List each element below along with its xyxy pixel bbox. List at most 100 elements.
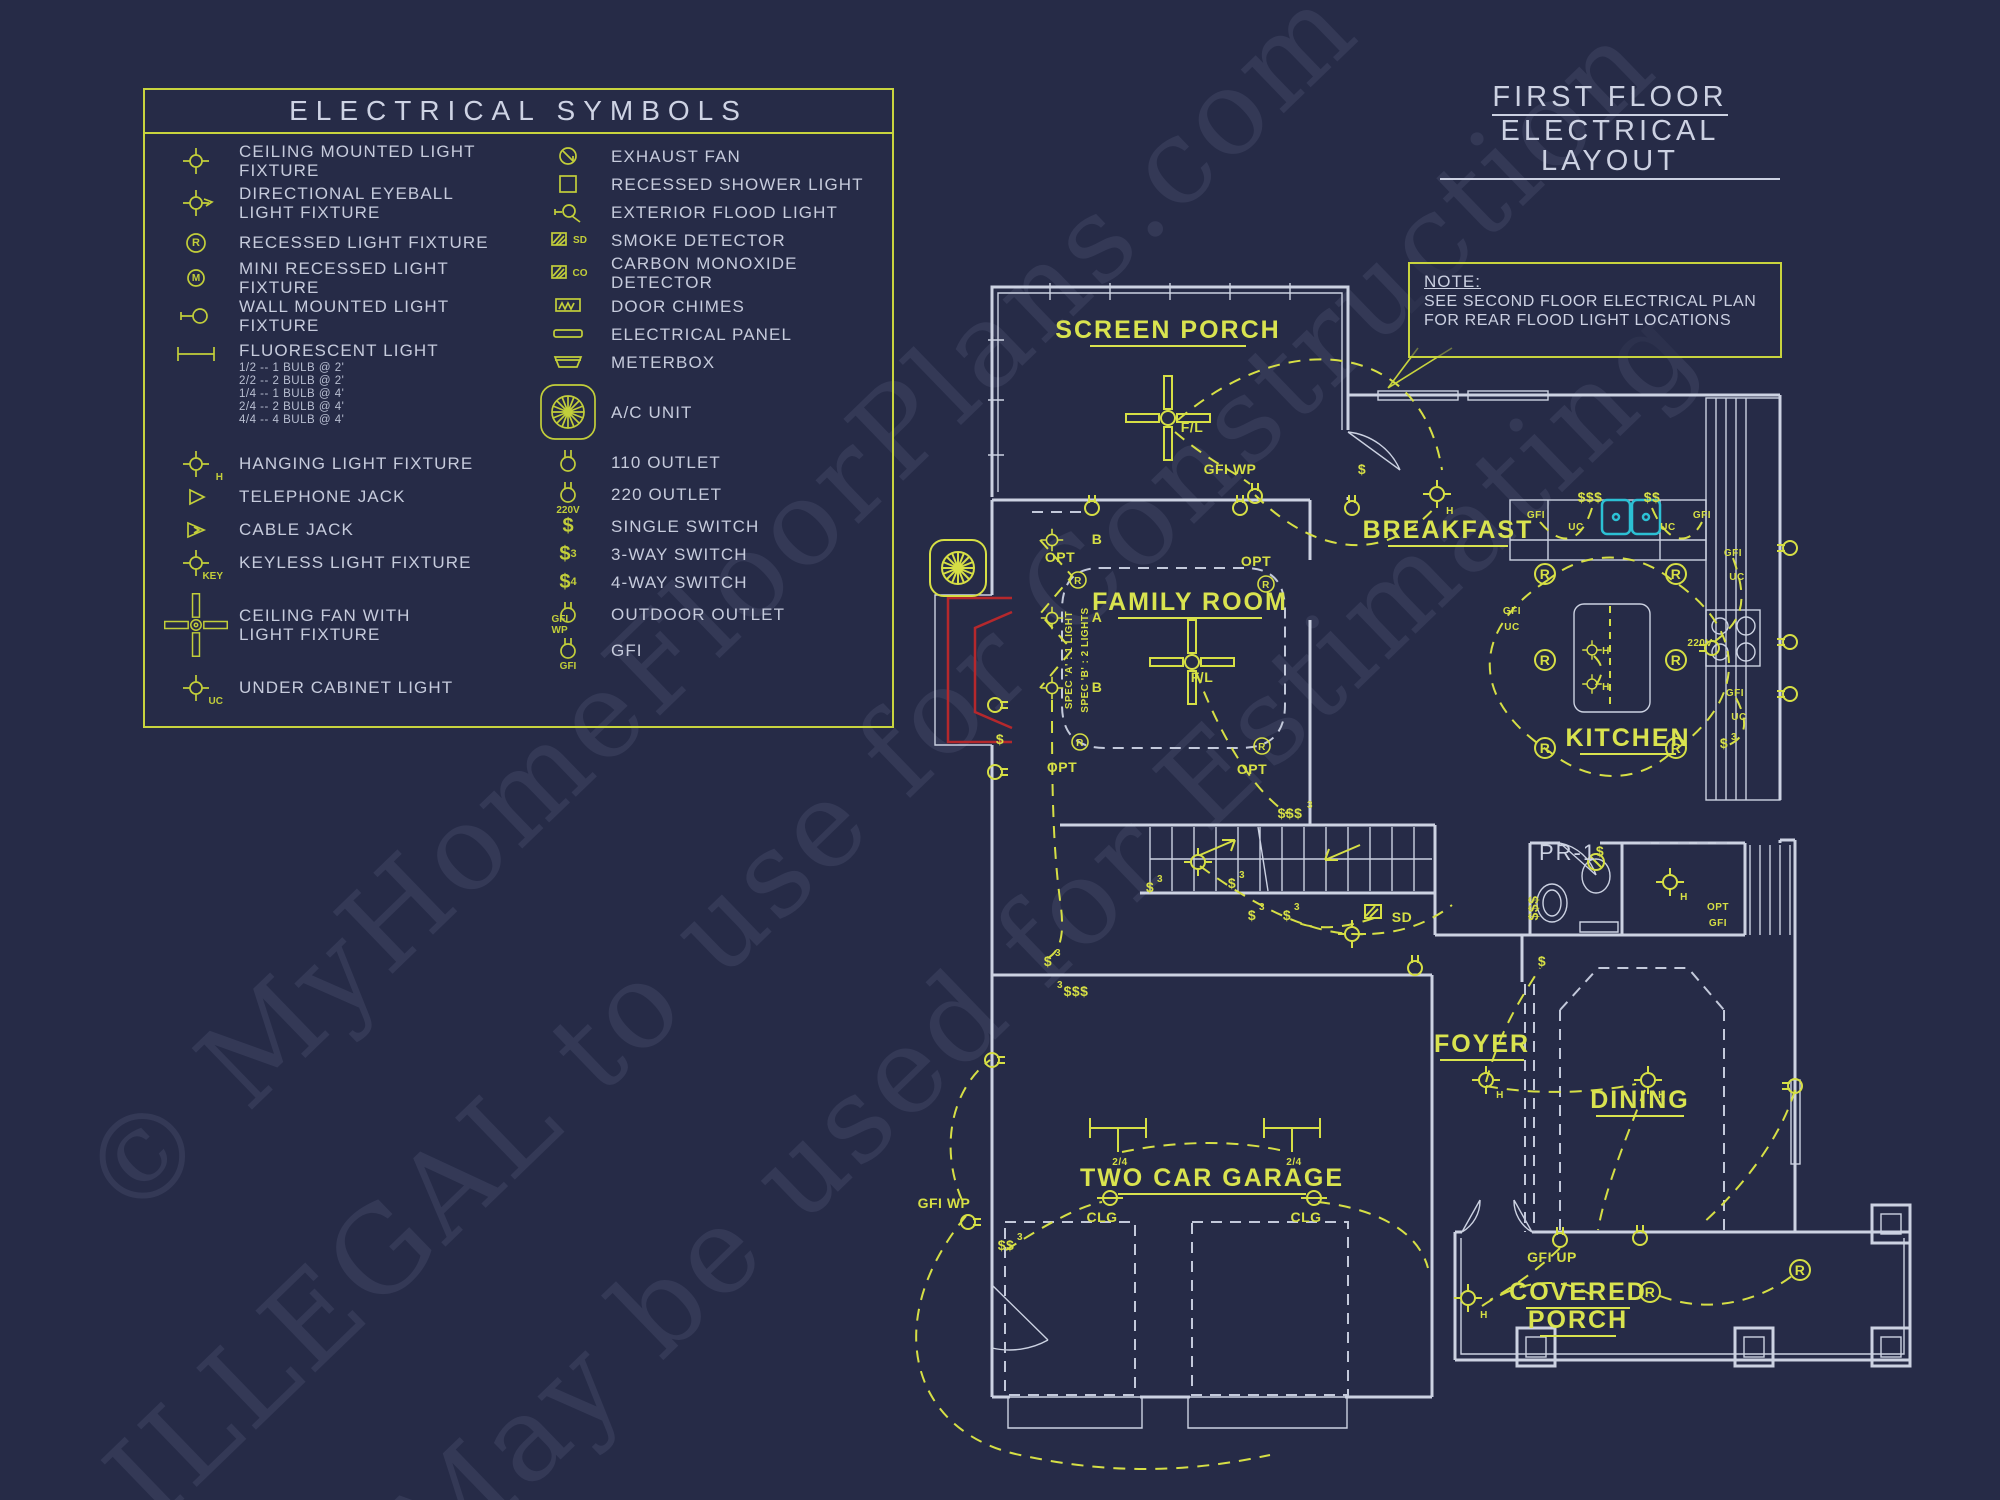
mini-recessed-light-icon: M — [163, 266, 229, 290]
hanging-light-symbol — [1453, 1283, 1483, 1313]
switch-symbol: $$$ — [1578, 489, 1603, 505]
plan-annotation: OPT — [1241, 553, 1271, 569]
plan-annotation: 3 — [1057, 980, 1063, 991]
sheet-title-line2: ELECTRICAL LAYOUT — [1440, 116, 1780, 180]
plan-annotation: CLG — [1290, 1209, 1321, 1225]
switch-symbol: $ — [1228, 875, 1236, 891]
recessed-light-icon: R — [163, 230, 229, 256]
plan-annotation: UC — [1660, 522, 1675, 533]
legend-item: $3 3-WAY SWITCH — [535, 540, 885, 568]
ac-unit-icon — [535, 381, 601, 443]
plan-annotation: SPEC 'A' : 1 LIGHT — [1064, 611, 1075, 709]
plan-annotation: OPT — [1047, 759, 1077, 775]
circuit-wires — [915, 358, 1796, 1470]
recessed-light-symbol: R — [1258, 742, 1266, 753]
switch-symbol: $ — [1283, 907, 1291, 923]
plan-annotation: SPEC 'B' : 2 LIGHTS — [1080, 607, 1091, 712]
recessed-light-symbol: R — [1671, 652, 1682, 668]
recessed-light-symbol: R — [1540, 566, 1551, 582]
ceiling-fan-symbol — [1125, 375, 1211, 461]
eyeball-light-symbol — [1040, 527, 1064, 553]
plan-annotation: GFI — [1503, 606, 1521, 617]
plan-annotation: 3 — [1055, 948, 1061, 959]
four-way-switch-icon: $4 — [559, 570, 577, 593]
legend-item: EXHAUST FAN — [535, 142, 885, 170]
single-switch-icon: $ — [562, 514, 574, 537]
carbon-monoxide-detector-icon: CO — [535, 264, 601, 282]
plan-annotation: H — [1480, 1310, 1488, 1321]
recessed-light-symbol: R — [1795, 1262, 1806, 1278]
ceiling-fan-icon — [163, 587, 229, 663]
legend-item: CO CARBON MONOXIDE DETECTOR — [535, 254, 885, 292]
room-label-family-room: FAMILY ROOM — [1092, 588, 1288, 616]
switch-symbol: $$$ — [1525, 896, 1541, 921]
legend-item: KEY KEYLESS LIGHT FIXTURE — [163, 546, 523, 582]
recessed-light-symbol: R — [1076, 738, 1084, 749]
exterior-flood-light-icon — [535, 200, 601, 224]
outdoor-outlet-icon: GFI WP — [535, 601, 601, 636]
switch-symbol: $ — [1044, 953, 1052, 969]
room-label-covered-porch: PORCH — [1528, 1306, 1628, 1334]
note-box: NOTE: SEE SECOND FLOOR ELECTRICAL PLAN F… — [1408, 262, 1782, 358]
plan-annotation: B — [1092, 531, 1103, 547]
plan-annotation: 2/4 — [1286, 1157, 1301, 1168]
switch-symbol: $ — [1248, 907, 1256, 923]
legend-item: M MINI RECESSED LIGHT FIXTURE — [163, 259, 523, 297]
ceiling-fan-symbol — [1149, 619, 1235, 705]
room-labels: SCREEN PORCH BREAKFAST FAMILY ROOM KITCH… — [1055, 316, 1690, 1337]
legend-item: ELECTRICAL PANEL — [535, 320, 885, 348]
fluorescent-sublines: 1/2 -- 1 BULB @ 2' 2/2 -- 2 BULB @ 2' 1/… — [239, 362, 345, 426]
plan-annotation: 3 — [1157, 874, 1163, 885]
island-light-symbol — [1581, 639, 1603, 661]
gray-dashed-outlines — [1004, 511, 1730, 1396]
plan-annotation: H — [1602, 682, 1610, 693]
legend-item: CEILING MOUNTED LIGHT FIXTURE — [163, 142, 523, 180]
ac-unit-symbol — [929, 539, 987, 597]
plan-annotation: 3 — [1017, 1232, 1023, 1243]
plan-annotation: 3 — [1259, 902, 1265, 913]
legend-right-column: EXHAUST FAN RECESSED SHOWER LIGHT EXTERI… — [535, 142, 885, 672]
recessed-light-symbol: R — [1540, 652, 1551, 668]
room-label-covered-porch: COVERED — [1509, 1278, 1647, 1306]
plan-annotation: UC — [1729, 572, 1744, 583]
legend-item: WALL MOUNTED LIGHT FIXTURE — [163, 297, 523, 335]
sheet-title-line1: FIRST FLOOR — [1492, 82, 1728, 116]
wp-outlet-symbol — [960, 1214, 982, 1230]
switch-symbol: $$$ — [1064, 983, 1089, 999]
plan-annotation: GFI — [1527, 510, 1545, 521]
legend-item: $4 4-WAY SWITCH — [535, 568, 885, 596]
plan-annotation: 220V — [1687, 638, 1712, 649]
plan-annotations: F/L GFI WP $ OPT OPT OPT OPT B A B SPEC … — [918, 419, 1806, 1321]
plan-annotation: UC — [1568, 522, 1583, 533]
legend-item: UC UNDER CABINET LIGHT — [163, 671, 523, 707]
recessed-light-symbol: R — [1645, 1284, 1656, 1300]
plan-annotation: GFI — [1726, 688, 1744, 699]
legend-item: R RECESSED LIGHT FIXTURE — [163, 226, 523, 259]
smoke-detector-symbol — [1364, 904, 1382, 919]
island-light-symbol — [1581, 673, 1603, 695]
legend-item: EXTERIOR FLOOD LIGHT — [535, 198, 885, 226]
plan-annotation: A — [1092, 609, 1103, 625]
room-label-kitchen: KITCHEN — [1565, 724, 1690, 752]
smoke-detector-icon: SD — [535, 231, 601, 249]
plan-annotation: GFI WP — [1204, 461, 1257, 477]
plan-annotation: OPT — [1045, 549, 1075, 565]
switch-symbol: $ — [1146, 879, 1154, 895]
plan-annotation: CLG — [1086, 1209, 1117, 1225]
legend-item: FLUORESCENT LIGHT 1/2 -- 1 BULB @ 2' 2/2… — [163, 341, 523, 447]
stair-arrow — [1324, 844, 1361, 861]
legend-item: DOOR CHIMES — [535, 292, 885, 320]
plan-annotation: F/L — [1191, 669, 1214, 685]
legend-item: SD SMOKE DETECTOR — [535, 226, 885, 254]
gfi-outlet-icon: GFI — [535, 637, 601, 672]
recessed-shower-light-icon — [535, 173, 601, 195]
plan-annotation: F/L — [1181, 419, 1204, 435]
switch-symbol: $ — [996, 731, 1004, 747]
recessed-light-symbol: R — [1074, 576, 1082, 587]
recessed-light-symbol: R — [1671, 566, 1682, 582]
three-way-switch-icon: $3 — [559, 542, 577, 565]
legend-item: 220V 220 OUTLET — [535, 476, 885, 516]
plan-annotation: 3 — [1731, 732, 1737, 743]
plan-annotation: UC — [1731, 712, 1746, 723]
